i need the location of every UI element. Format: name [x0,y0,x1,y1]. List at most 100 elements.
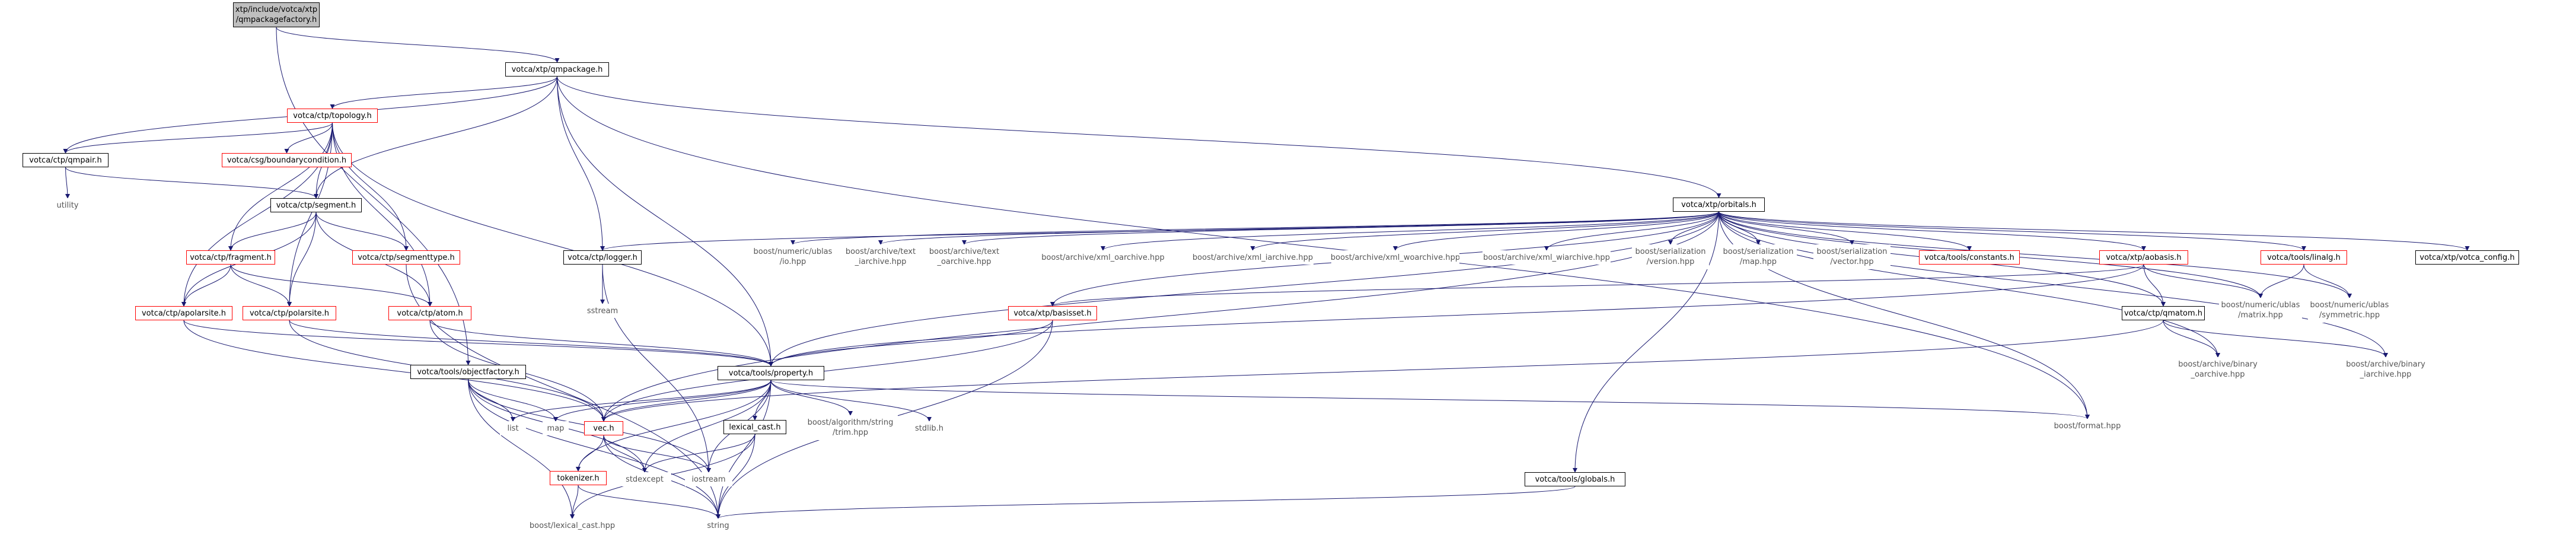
node-ser_vector[interactable]: boost/serialization /vector.hpp [1813,244,1890,269]
node-qmatom[interactable]: votca/ctp/qmatom.h [2122,306,2205,320]
edge-property-to-stdexcept [642,380,771,473]
edge-orbitals-to-globals [1573,211,1719,473]
node-boundary[interactable]: votca/csg/boundarycondition.h [222,153,352,167]
node-tokenizer[interactable]: tokenizer.h [550,471,607,485]
edge-basisset-to-vec [601,320,1053,422]
node-ser_version[interactable]: boost/serialization /version.hpp [1632,244,1709,269]
node-label: votca/ctp/polarsite.h [249,308,330,318]
edge-aobasis-to-basisset [1050,264,2144,307]
node-stdlib[interactable]: stdlib.h [910,421,948,435]
node-segmenttype[interactable]: votca/ctp/segmenttype.h [352,250,460,265]
node-ublas_matrix[interactable]: boost/numeric/ublas /matrix.hpp [2219,298,2302,323]
edge-orbitals-to-constants [1719,211,1972,251]
node-xml_iarchive[interactable]: boost/archive/xml_iarchive.hpp [1192,250,1313,265]
edge-aobasis-to-property [769,264,2144,367]
edge-vec-to-tokenizer [576,435,604,472]
node-qmpair[interactable]: votca/ctp/qmpair.h [23,153,109,167]
node-iostream[interactable]: iostream [685,472,732,486]
node-xml_wiarchive[interactable]: boost/archive/xml_wiarchive.hpp [1483,250,1611,265]
node-objectfactory[interactable]: votca/tools/objectfactory.h [410,365,526,379]
edge-qmpackage-to-topology [330,76,557,109]
edge-property-to-tokenizer [576,380,771,472]
edge-property-to-format [770,380,2090,419]
node-xml_woarchive[interactable]: boost/archive/xml_woarchive.hpp [1331,250,1459,265]
edge-property-to-algorithm_trim [770,380,853,416]
edge-property-to-map [553,380,771,422]
node-lexical_cast_h[interactable]: lexical_cast.h [723,420,786,434]
edge-property-to-list [511,380,771,422]
node-atom[interactable]: votca/ctp/atom.h [388,306,471,320]
node-vec[interactable]: vec.h [584,421,623,435]
node-logger[interactable]: votca/ctp/logger.h [563,250,642,265]
node-label: boost/serialization /map.hpp [1723,247,1794,266]
edge-orbitals-to-ublas_io [790,211,1719,245]
edge-orbitals-to-votca_config [1719,211,2470,251]
node-label: stdlib.h [915,424,943,433]
node-fragment[interactable]: votca/ctp/fragment.h [186,250,275,265]
node-label: boost/archive/xml_oarchive.hpp [1041,253,1165,262]
edge-vec-to-stdexcept [603,435,647,473]
node-label: votca/ctp/segment.h [276,200,356,210]
edge-apolarsite-to-property [183,320,773,367]
node-qmpackage[interactable]: votca/xtp/qmpackage.h [505,62,609,77]
edge-tokenizer-to-string [578,485,720,519]
edge-orbitals-to-ser_version [1668,211,1719,245]
node-label: votca/xtp/qmpackage.h [511,65,603,74]
edge-orbitals-to-xml_woarchive [1393,211,1719,251]
node-ser_map[interactable]: boost/serialization /map.hpp [1720,244,1797,269]
edge-segment-to-segmenttype [315,212,409,251]
edge-polarsite-to-property [289,320,773,367]
node-globals[interactable]: votca/tools/globals.h [1525,472,1625,486]
node-aobasis[interactable]: votca/xtp/aobasis.h [2099,250,2188,265]
node-algorithm_trim[interactable]: boost/algorithm/string /trim.hpp [803,415,898,440]
edge-atom-to-property [429,320,773,367]
node-votca_config[interactable]: votca/xtp/votca_config.h [2415,250,2519,265]
edge-qmpackage-to-segment [314,76,557,199]
node-stdexcept[interactable]: stdexcept [618,472,671,486]
edge-fragment-to-apolarsite [181,264,231,307]
node-xml_oarchive[interactable]: boost/archive/xml_oarchive.hpp [1041,250,1165,265]
node-label: votca/ctp/logger.h [568,253,637,262]
edge-fragment-to-polarsite [230,264,292,307]
node-label: vec.h [593,424,614,433]
node-label: xtp/include/votca/xtp /qmpackagefactory.… [235,5,318,24]
edge-aobasis-to-qmatom [2143,264,2166,307]
node-topology[interactable]: votca/ctp/topology.h [287,109,378,123]
node-label: lexical_cast.h [729,422,781,432]
node-format[interactable]: boost/format.hpp [2047,419,2128,433]
edge-logger-to-iostream [602,264,711,473]
edge-topology-to-apolarsite [181,122,333,307]
node-sstream[interactable]: sstream [583,304,622,318]
node-constants[interactable]: votca/tools/constants.h [1919,250,2020,265]
node-binary_oarchive[interactable]: boost/archive/binary _oarchive.hpp [2173,357,2262,382]
node-boost_lexical_cast[interactable]: boost/lexical_cast.hpp [523,518,621,533]
node-utility[interactable]: utility [50,198,85,212]
node-label: utility [56,200,79,210]
node-list[interactable]: list [500,421,526,435]
node-string[interactable]: string [699,518,738,533]
node-orbitals[interactable]: votca/xtp/orbitals.h [1673,198,1765,212]
node-ublas_io[interactable]: boost/numeric/ublas /io.hpp [748,244,837,269]
node-property[interactable]: votca/tools/property.h [718,366,824,380]
node-linalg[interactable]: votca/tools/linalg.h [2261,250,2347,265]
edge-qmpair-to-utility [65,167,70,199]
edge-objectfactory-to-map [468,378,558,422]
node-text_iarchive[interactable]: boost/archive/text _iarchive.hpp [843,244,919,269]
edge-orbitals-to-property [769,211,1719,367]
node-text_oarchive[interactable]: boost/archive/text _oarchive.hpp [926,244,1002,269]
edge-orbitals-to-aobasis [1719,211,2146,251]
node-label: stdexcept [626,475,664,484]
node-label: boost/archive/xml_wiarchive.hpp [1483,253,1610,262]
node-binary_iarchive[interactable]: boost/archive/binary _iarchive.hpp [2341,357,2430,382]
node-label: votca/xtp/basisset.h [1013,308,1092,318]
edge-orbitals-to-xml_iarchive [1250,211,1719,251]
node-segment[interactable]: votca/ctp/segment.h [270,198,362,212]
node-basisset[interactable]: votca/xtp/basisset.h [1008,306,1097,320]
edge-qmpackage-to-logger [557,76,605,251]
node-map[interactable]: map [543,421,569,435]
node-root[interactable]: xtp/include/votca/xtp /qmpackagefactory.… [233,2,320,27]
node-label: boost/format.hpp [2054,421,2121,431]
node-apolarsite[interactable]: votca/ctp/apolarsite.h [135,306,232,320]
node-polarsite[interactable]: votca/ctp/polarsite.h [243,306,336,320]
node-ublas_symmetric[interactable]: boost/numeric/ublas /symmetric.hpp [2308,298,2391,323]
